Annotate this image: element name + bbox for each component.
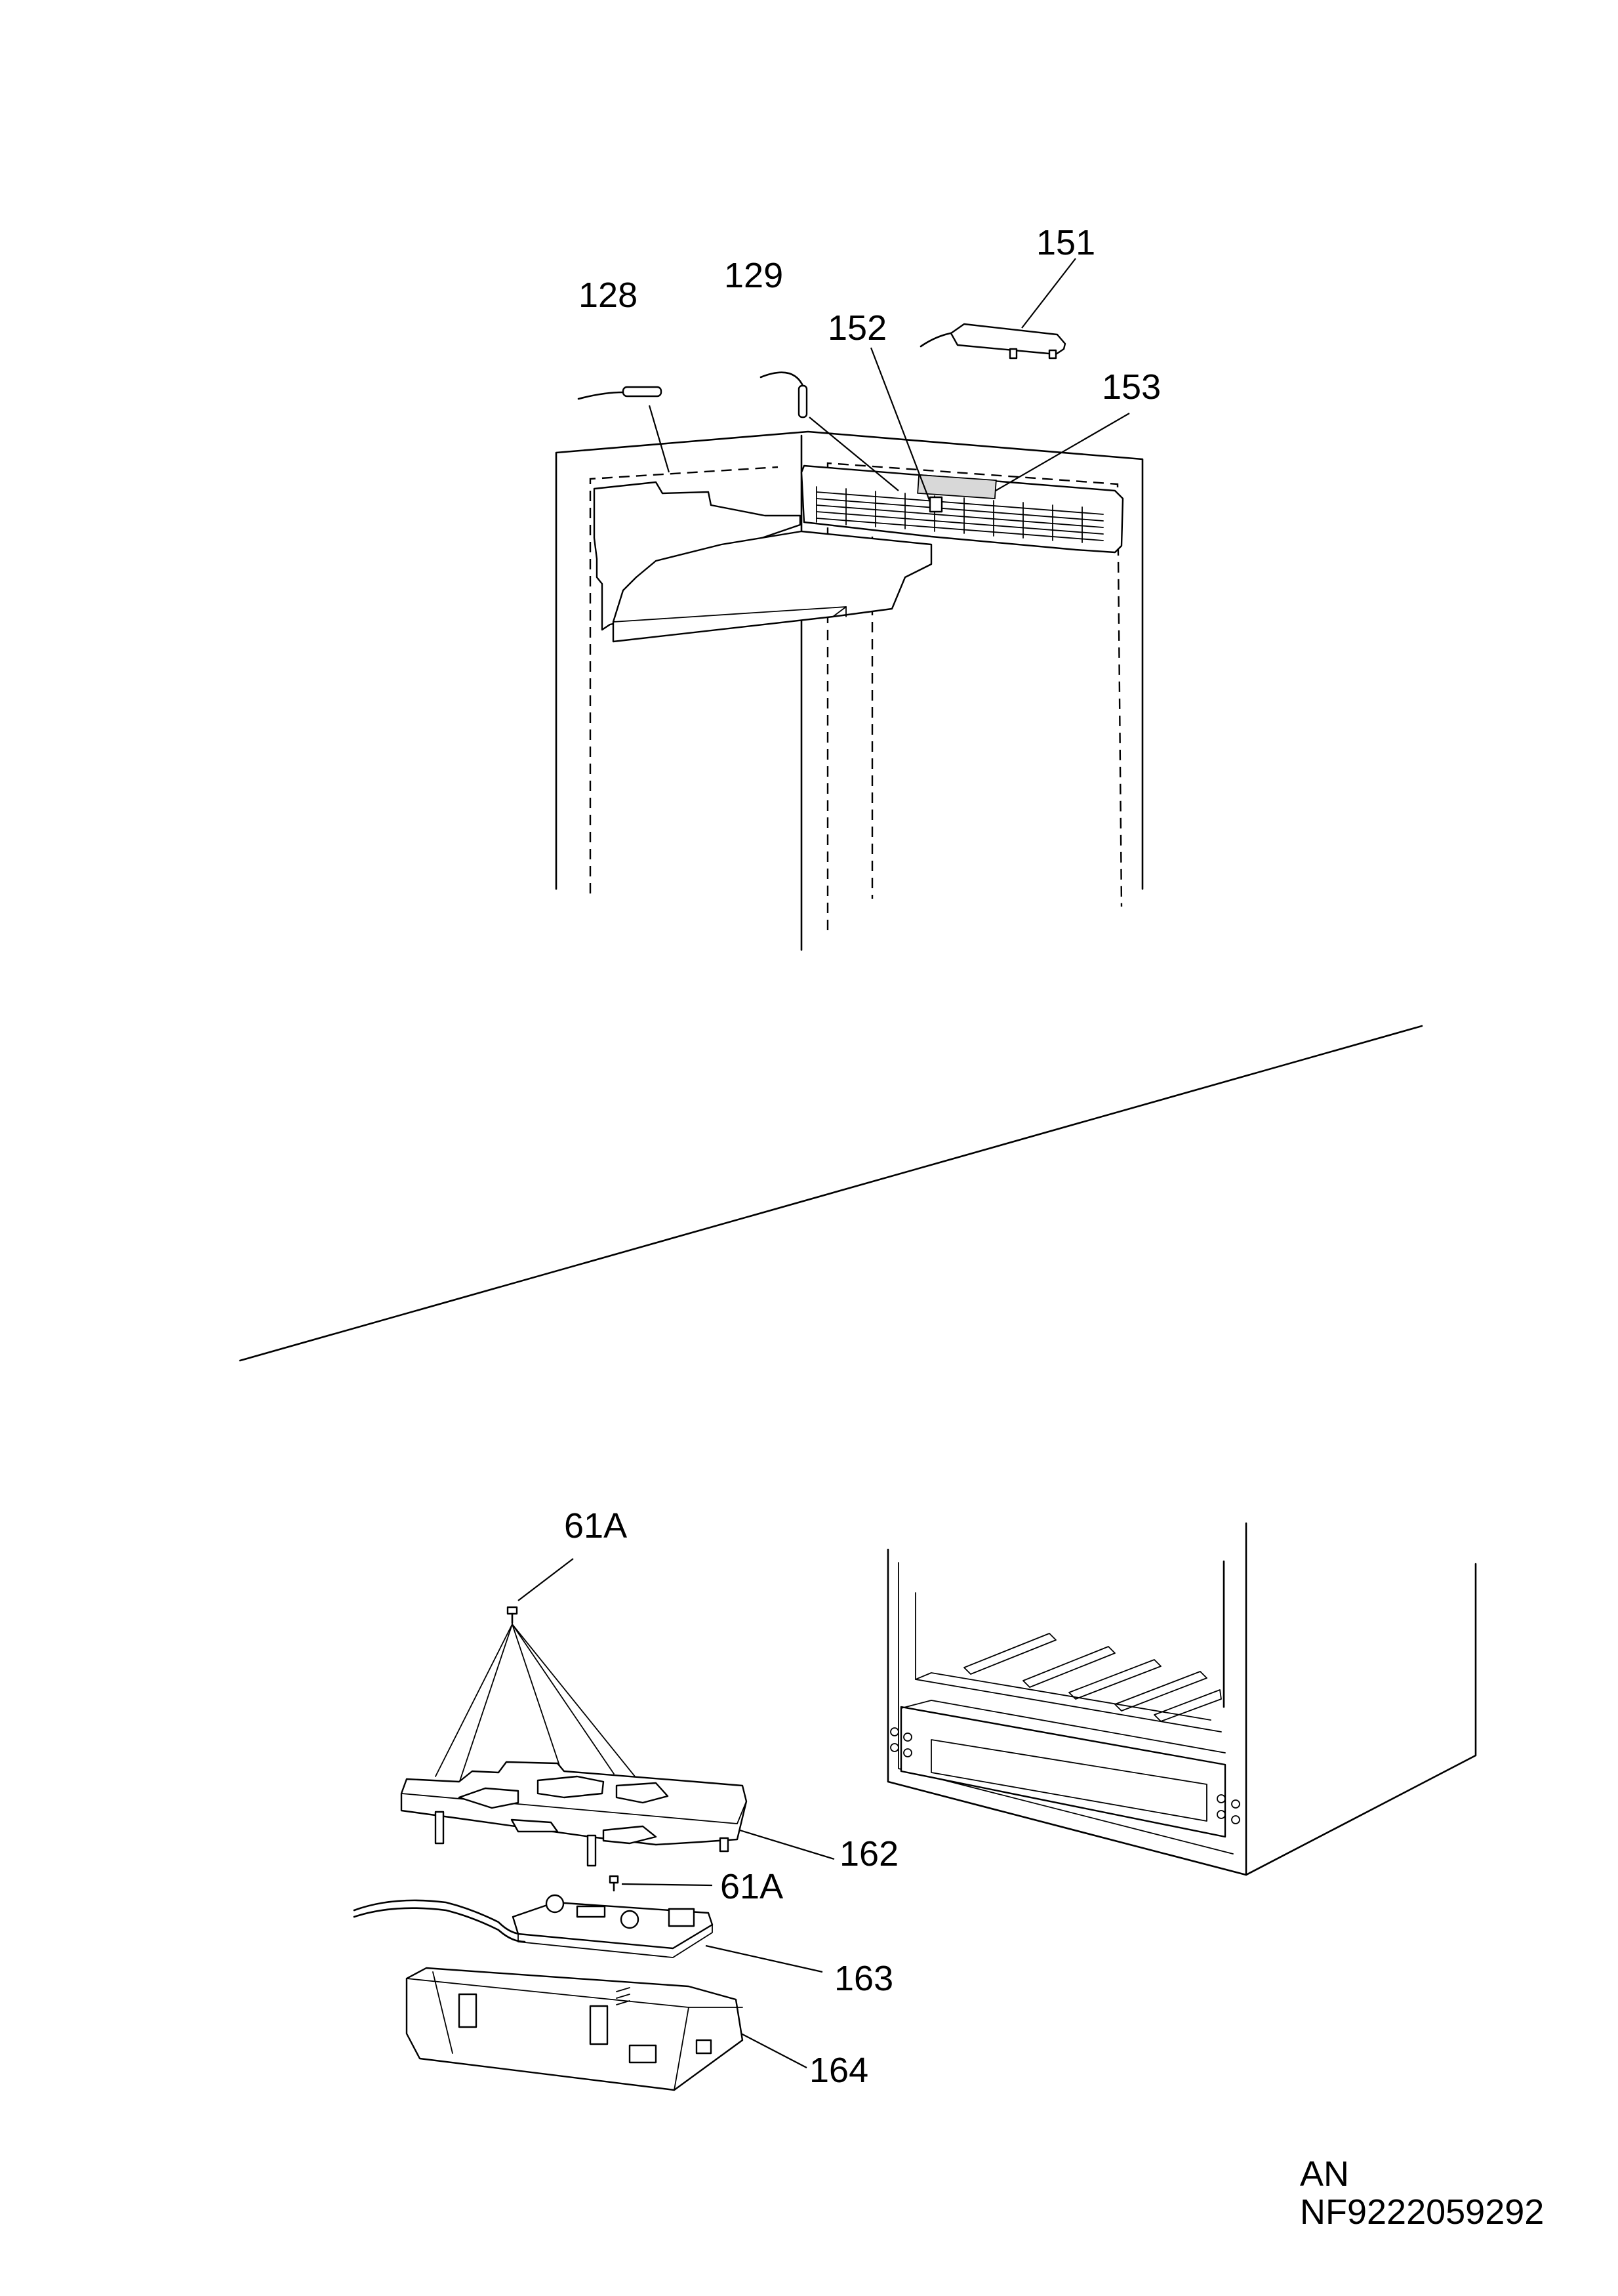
cabinet-upper-view: 128 129 151 152 153 bbox=[555, 223, 1161, 951]
cabinet-bottom-view bbox=[887, 1522, 1477, 1876]
section-divider bbox=[239, 1025, 1423, 1362]
part-label-61a-top: 61A bbox=[564, 1506, 627, 1546]
control-board-163-part bbox=[353, 1894, 714, 1958]
part-label-61a-middle: 61A bbox=[720, 1867, 783, 1906]
cover-plate-162-part bbox=[400, 1761, 748, 1867]
lamp-window bbox=[917, 474, 997, 500]
footer-code-line2: NF9222059292 bbox=[1300, 2192, 1544, 2232]
part-label-152: 152 bbox=[828, 308, 887, 348]
housing-tray-164-part bbox=[405, 1967, 744, 2091]
sensor-129-part bbox=[759, 371, 899, 491]
part-label-164: 164 bbox=[809, 2051, 868, 2090]
lamp-cover-151-part bbox=[920, 323, 1066, 359]
footer-code-line1: AN bbox=[1300, 2154, 1349, 2194]
part-label-151: 151 bbox=[1036, 223, 1095, 262]
part-label-128: 128 bbox=[578, 276, 637, 315]
screw-61a-middle bbox=[609, 1875, 619, 1892]
part-label-162: 162 bbox=[839, 1834, 899, 1874]
part-label-163: 163 bbox=[834, 1959, 893, 1998]
screw-61a-top bbox=[506, 1606, 518, 1624]
part-label-153: 153 bbox=[1102, 367, 1161, 407]
part-label-129: 129 bbox=[724, 256, 783, 295]
control-box-exploded-view: 61A 162 61A 163 164 bbox=[353, 1506, 899, 2091]
sensor-128-part bbox=[577, 386, 670, 473]
